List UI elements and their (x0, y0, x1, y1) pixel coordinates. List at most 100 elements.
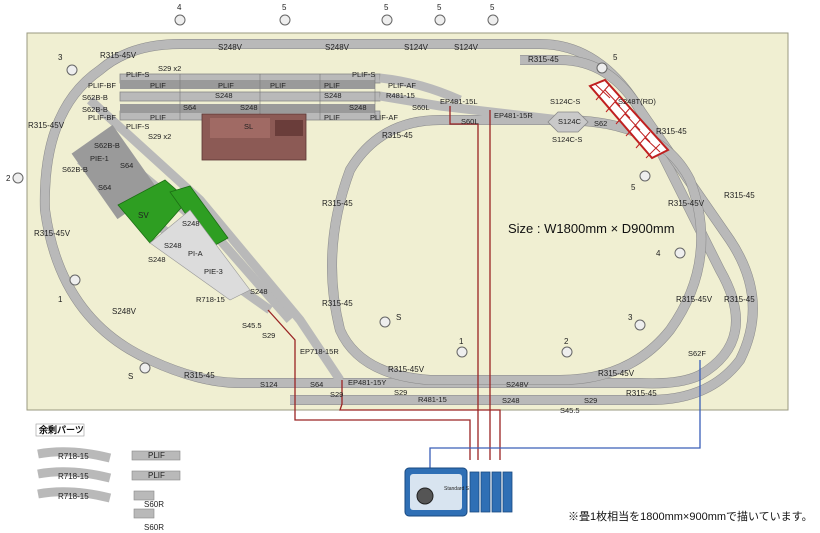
callout-marker: S (379, 313, 401, 328)
s124c-crossing (547, 111, 589, 133)
track-label: S29 (584, 396, 597, 405)
track-label: SV (138, 211, 149, 220)
track-label: PLIF-S (352, 70, 375, 79)
track-label: PLIF-BF (88, 81, 116, 90)
track-label: S248 (182, 219, 200, 228)
callout-marker: S (128, 362, 151, 381)
track-label: R315-45 (724, 295, 755, 304)
track-label: EP718-15R (300, 347, 339, 356)
callout-marker: 5 (279, 3, 291, 26)
callout-marker: 1 (456, 337, 468, 358)
track-label: PLIF (150, 81, 166, 90)
track-label: PLIF (270, 81, 286, 90)
green-station (117, 179, 251, 301)
track-label: S62 (594, 119, 607, 128)
track-label: PLIF-AF (370, 113, 398, 122)
track-labels: R315-45V S248V S248V S124V S124V R315-45… (28, 43, 755, 415)
track-label: S64 (310, 380, 323, 389)
track-label: R481-15 (418, 395, 447, 404)
track-label: R315-45 (322, 199, 353, 208)
track-label: R315-45 (382, 131, 413, 140)
track-label: PIE-1 (90, 154, 109, 163)
feeder-wires (267, 106, 701, 470)
track-label: EP481-15R (494, 111, 533, 120)
track-label: S45.5 (242, 321, 262, 330)
legend-item: R718-15 (58, 472, 89, 481)
track-label: R315-45V (100, 51, 137, 60)
track-label: S248V (506, 380, 529, 389)
controller-label: Standard S (444, 486, 470, 492)
track-label: S248 (324, 91, 342, 100)
footnote: ※畳1枚相当を1800mm×900mmで描いています。 (568, 509, 813, 523)
track-label: SL (244, 122, 253, 131)
track-label: PLIF-BF (88, 113, 116, 122)
track-label: S124C (558, 117, 582, 126)
track-label: PLIF (324, 81, 340, 90)
legend-item: S60R (144, 523, 164, 532)
track-label: S62B-B (82, 105, 108, 114)
track-label: S124 (260, 380, 278, 389)
track-label: S248 (240, 103, 258, 112)
track-label: PLIF (150, 113, 166, 122)
track-label: PLIF-AF (388, 81, 416, 90)
svg-text:2: 2 (6, 174, 11, 183)
track-label: PIE-3 (204, 267, 223, 276)
track-label: S29 (394, 388, 407, 397)
track-label: S64 (98, 183, 111, 192)
svg-text:4: 4 (177, 3, 182, 12)
callout-marker: 2 (6, 172, 24, 184)
track-label: S62F (688, 349, 706, 358)
svg-text:2: 2 (564, 337, 569, 346)
track-label: S248V (218, 43, 243, 52)
track-label: S29 x2 (148, 132, 171, 141)
track-label: R315-45V (28, 121, 65, 130)
track-label: S248 (349, 103, 367, 112)
spare-parts-legend: 余剰パーツ R718-15 R718-15 R718-15 PLIF PLIF … (35, 423, 181, 532)
platform-dividers (179, 74, 376, 120)
track-label: S64 (183, 103, 196, 112)
callout-marker: 4 (656, 247, 686, 259)
legend-item: R718-15 (58, 492, 89, 501)
track-label: S124C-S (550, 97, 580, 106)
legend-title: 余剰パーツ (38, 424, 84, 435)
track-label: R315-45 (626, 389, 657, 398)
track-label: S248 (502, 396, 520, 405)
track-label: R315-45 (184, 371, 215, 380)
track-label: PLIF-S (126, 122, 149, 131)
svg-text:3: 3 (58, 53, 63, 62)
callout-marker: 3 (58, 53, 78, 76)
track-label: S62B-B (94, 141, 120, 150)
svg-text:1: 1 (58, 295, 63, 304)
station-building (201, 113, 307, 161)
track-label: S248 (215, 91, 233, 100)
track-label: S60L (461, 117, 479, 126)
callout-marker: 5 (381, 3, 393, 26)
legend-item: R718-15 (58, 452, 89, 461)
callout-marker: 2 (561, 337, 573, 358)
track-label: R315-45V (598, 369, 635, 378)
svg-text:5: 5 (490, 3, 495, 12)
svg-text:5: 5 (384, 3, 389, 12)
legend-item: PLIF (148, 471, 165, 480)
callout-marker: 5 (596, 53, 618, 74)
track-label: S124V (454, 43, 479, 52)
svg-text:1: 1 (459, 337, 464, 346)
svg-text:3: 3 (628, 313, 633, 322)
track-label: R315-45 (656, 127, 687, 136)
svg-text:5: 5 (631, 183, 636, 192)
callout-marker: 5 (434, 3, 446, 26)
track-label: S124V (404, 43, 429, 52)
svg-text:5: 5 (613, 53, 618, 62)
track-label: PI-A (188, 249, 203, 258)
callout-marker: 5 (487, 3, 499, 26)
size-label: Size : W1800mm × D900mm (508, 221, 675, 236)
red-bridge (588, 78, 670, 160)
track-label: S29 x2 (158, 64, 181, 73)
track-label: R315-45V (388, 365, 425, 374)
callout-marker: 4 (174, 3, 186, 26)
power-controller[interactable]: Standard S (404, 467, 513, 517)
track-label: R481-15 (386, 91, 415, 100)
track-label: S29 (262, 331, 275, 340)
track-label: S62B-B (62, 165, 88, 174)
